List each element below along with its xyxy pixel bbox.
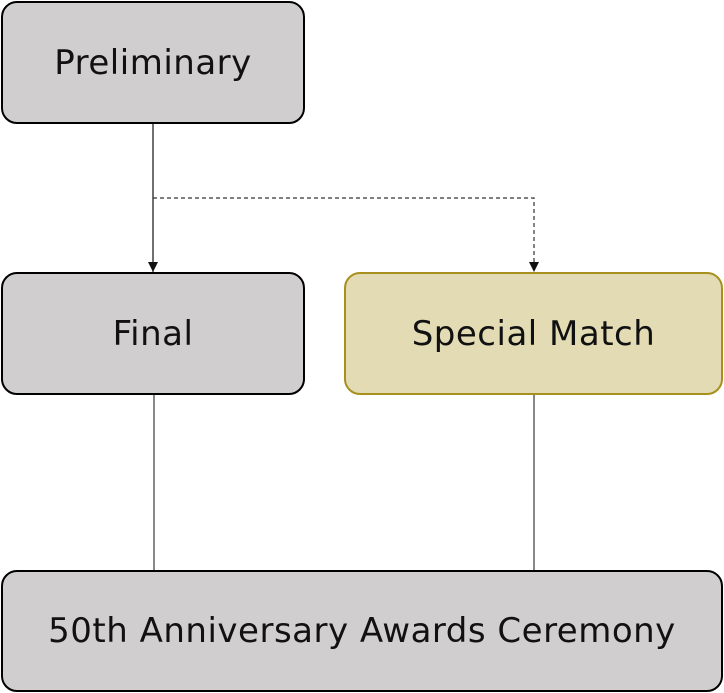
node-awards-ceremony: 50th Anniversary Awards Ceremony: [1, 570, 723, 692]
node-label: Special Match: [411, 313, 656, 354]
node-label: Final: [112, 313, 194, 354]
node-label: 50th Anniversary Awards Ceremony: [48, 611, 676, 651]
arrowhead-final: [148, 262, 158, 272]
arrowhead-special: [529, 262, 539, 272]
edge-preliminary-special: [153, 197, 535, 262]
node-final: Final: [1, 272, 305, 395]
node-preliminary: Preliminary: [1, 1, 305, 124]
node-label: Preliminary: [54, 42, 252, 83]
node-special-match: Special Match: [344, 272, 723, 395]
